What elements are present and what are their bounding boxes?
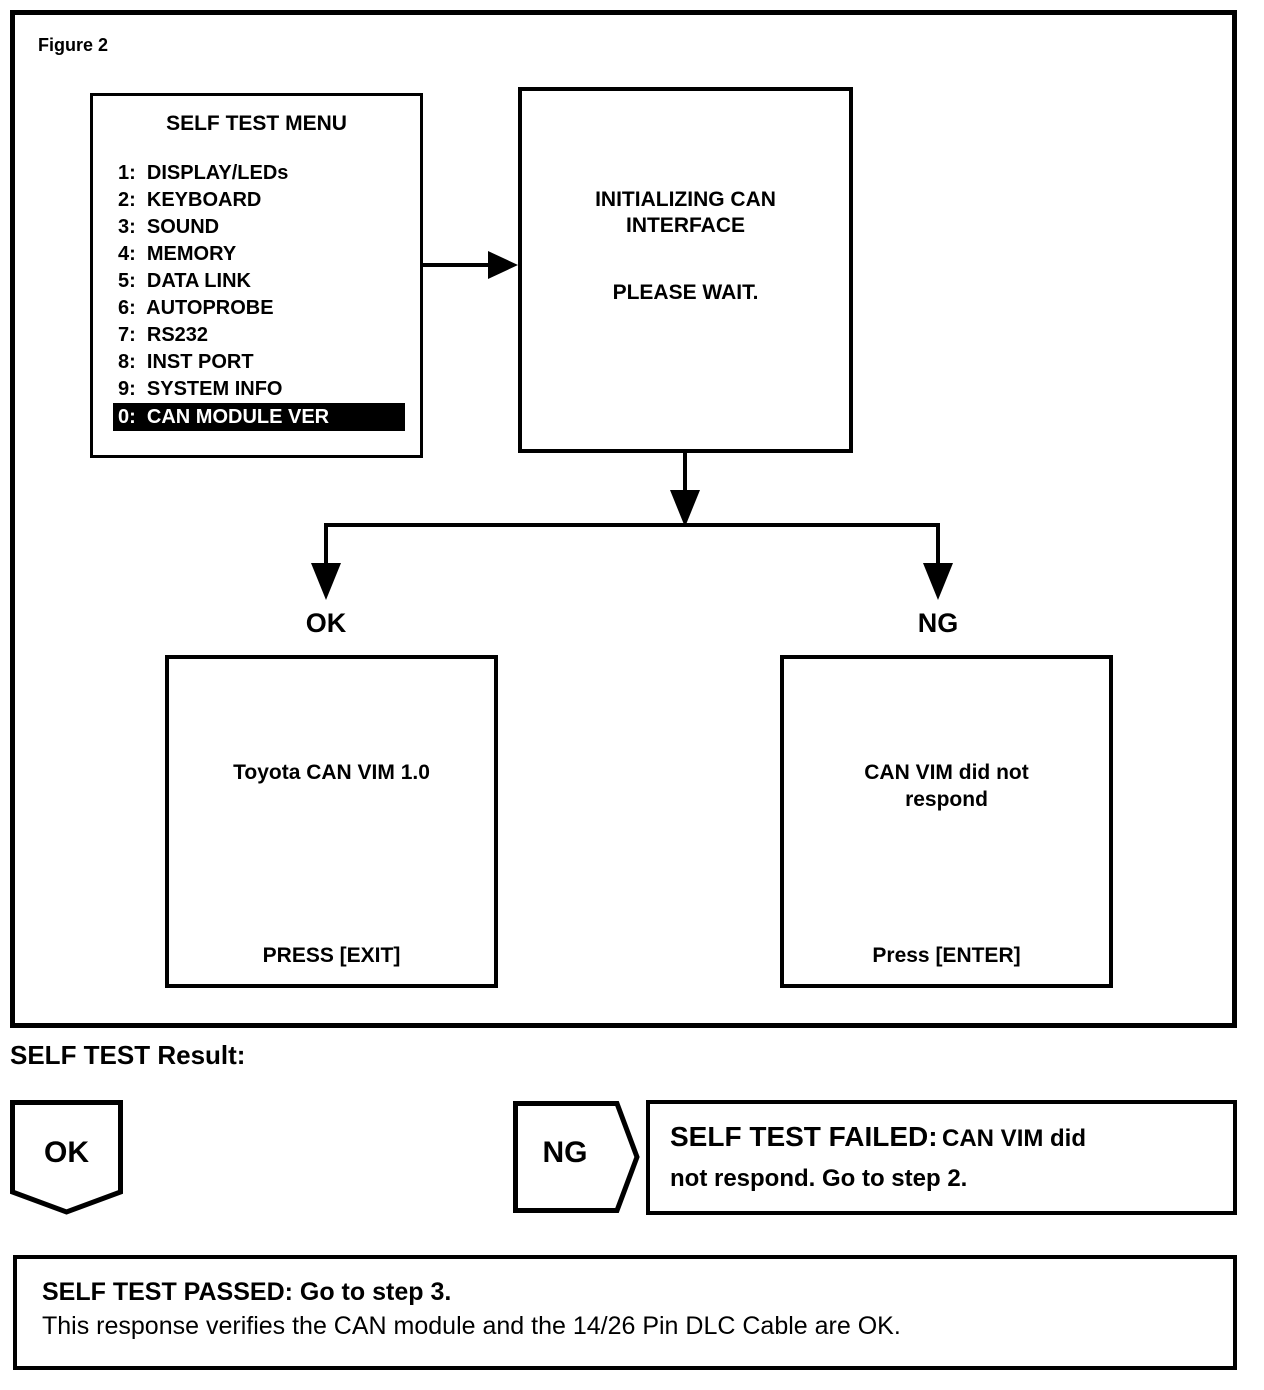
branch-label-ok: OK <box>305 608 347 638</box>
ng-badge-label: NG <box>542 1136 588 1169</box>
self-test-result-heading: SELF TEST Result: <box>10 1040 246 1070</box>
menu-item-system-info: 9: SYSTEM INFO <box>118 378 283 400</box>
self-test-failed-box: SELF TEST FAILED: CAN VIM did not respon… <box>646 1100 1237 1215</box>
figure-caption: Figure 2 <box>38 35 109 55</box>
ok-badge-label: OK <box>44 1136 89 1169</box>
branch-ok-arrow-head-icon <box>311 563 341 600</box>
please-wait-text: PLEASE WAIT. <box>612 281 759 304</box>
menu-item-display-leds: 1: DISPLAY/LEDs <box>118 162 289 184</box>
connector-init-down-line <box>683 453 687 491</box>
menu-title: SELF TEST MENU <box>166 112 347 135</box>
self-test-passed-box: SELF TEST PASSED: Go to step 3. This res… <box>13 1255 1237 1370</box>
ng-result-action: Press [ENTER] <box>872 944 1021 967</box>
initializing-message-text: INITIALIZING CAN INTERFACE <box>595 188 776 237</box>
menu-item-list: 1: DISPLAY/LEDs 2: KEYBOARD 3: SOUND 4: … <box>93 160 420 431</box>
branch-label-ng: NG <box>917 608 959 638</box>
ok-badge: OK <box>10 1100 123 1215</box>
ok-result-message: Toyota CAN VIM 1.0 <box>169 759 494 786</box>
branch-ok-drop-line <box>324 523 328 565</box>
menu-item-rs232: 7: RS232 <box>118 324 209 346</box>
failed-line1-text: CAN VIM did <box>942 1125 1087 1152</box>
menu-item-keyboard: 2: KEYBOARD <box>118 189 262 211</box>
passed-detail-text: This response verifies the CAN module an… <box>42 1312 901 1340</box>
branch-ng-arrow-head-icon <box>923 563 953 600</box>
branch-ng-drop-line <box>936 523 940 565</box>
menu-item-autoprobe: 6: AUTOPROBE <box>118 297 274 319</box>
failed-line2-text: not respond. Go to step 2. <box>670 1165 968 1192</box>
self-test-failed-text: SELF TEST FAILED: CAN VIM did not respon… <box>670 1118 1233 1200</box>
menu-item-sound: 3: SOUND <box>118 216 220 238</box>
ng-badge-shape-icon <box>513 1101 640 1213</box>
ng-result-message: CAN VIM did not respond <box>784 759 1109 813</box>
initializing-message: INITIALIZING CAN INTERFACE <box>522 187 849 239</box>
self-test-menu-box: SELF TEST MENU 1: DISPLAY/LEDs 2: KEYBOA… <box>90 93 423 458</box>
initializing-box: INITIALIZING CAN INTERFACE PLEASE WAIT. <box>518 87 853 453</box>
branch-rail-line <box>324 523 940 527</box>
connector-init-down-head-icon <box>670 490 700 527</box>
ok-result-message-text: Toyota CAN VIM 1.0 <box>233 761 430 784</box>
ok-badge-shape-icon <box>10 1100 123 1215</box>
arrow-menu-to-init-head-icon <box>488 251 518 279</box>
menu-item-can-module-ver-selected: 0: CAN MODULE VER <box>113 403 405 431</box>
failed-heading-text: SELF TEST FAILED: <box>670 1121 938 1152</box>
ok-result-box: Toyota CAN VIM 1.0 PRESS [EXIT] <box>165 655 498 988</box>
ng-result-box: CAN VIM did not respond Press [ENTER] <box>780 655 1113 988</box>
ng-result-message-text: CAN VIM did not respond <box>864 761 1029 811</box>
passed-heading-text: SELF TEST PASSED: Go to step 3. <box>42 1278 452 1306</box>
ng-badge: NG <box>513 1101 640 1213</box>
menu-item-data-link: 5: DATA LINK <box>118 270 251 292</box>
ok-result-action: PRESS [EXIT] <box>262 944 401 967</box>
menu-item-inst-port: 8: INST PORT <box>118 351 254 373</box>
menu-item-memory: 4: MEMORY <box>118 243 237 265</box>
arrow-menu-to-init-line <box>423 263 489 267</box>
